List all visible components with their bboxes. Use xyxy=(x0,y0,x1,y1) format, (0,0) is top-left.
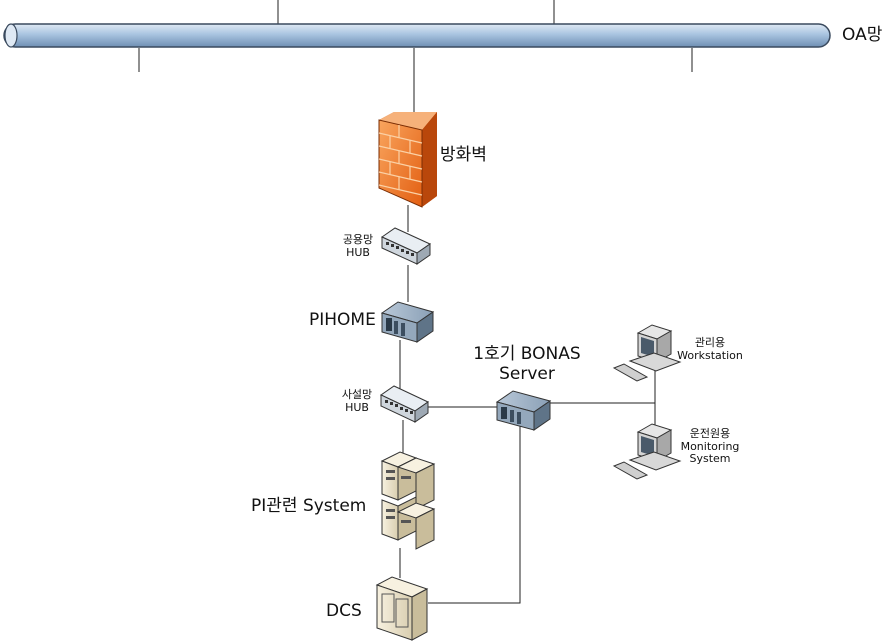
bonas-server-label-line2: Server xyxy=(499,363,555,384)
monitoring-system-label-line1: 운전원용 xyxy=(689,427,731,440)
dcs-cabinet-icon xyxy=(375,576,429,641)
private-hub-label-line2: HUB xyxy=(345,400,369,414)
public-hub-label-line1: 공용망 xyxy=(342,233,374,246)
dcs-label: DCS xyxy=(326,601,362,621)
workstation-pc-icon xyxy=(612,324,682,382)
admin-workstation-label: 관리용 Workstation xyxy=(672,336,748,362)
bonas-server-label: 1호기 BONAS Server xyxy=(459,344,595,384)
public-hub-icon xyxy=(380,227,432,265)
admin-workstation-label-line1: 관리용 xyxy=(694,336,726,349)
connection-lines xyxy=(399,48,656,604)
firewall-icon xyxy=(378,112,437,208)
oa-network-label: OA망 xyxy=(842,25,883,45)
private-hub-label-line1: 사설망 xyxy=(341,388,373,401)
public-hub-label: 공용망 HUB xyxy=(340,233,376,259)
pi-system-label: PI관련 System xyxy=(251,496,367,516)
bonas-server-icon xyxy=(495,390,552,431)
public-hub-label-line2: HUB xyxy=(346,245,370,259)
firewall-label: 방화벽 xyxy=(440,145,487,165)
pihome-server-icon xyxy=(380,301,435,343)
monitoring-pc-icon xyxy=(612,423,682,480)
monitoring-system-label: 운전원용 Monitoring System xyxy=(672,427,748,466)
private-hub-icon xyxy=(380,385,429,423)
bonas-server-label-line1: 1호기 BONAS xyxy=(473,344,581,364)
monitoring-system-label-line2: Monitoring xyxy=(680,439,740,453)
oa-backbone xyxy=(3,23,831,48)
backbone-drops xyxy=(138,0,693,72)
pihome-label: PIHOME xyxy=(309,310,376,330)
admin-workstation-label-line2: Workstation xyxy=(677,348,743,362)
pi-system-servers-icon xyxy=(380,451,436,550)
private-hub-label: 사설망 HUB xyxy=(338,388,376,414)
monitoring-system-label-line3: System xyxy=(689,452,731,466)
